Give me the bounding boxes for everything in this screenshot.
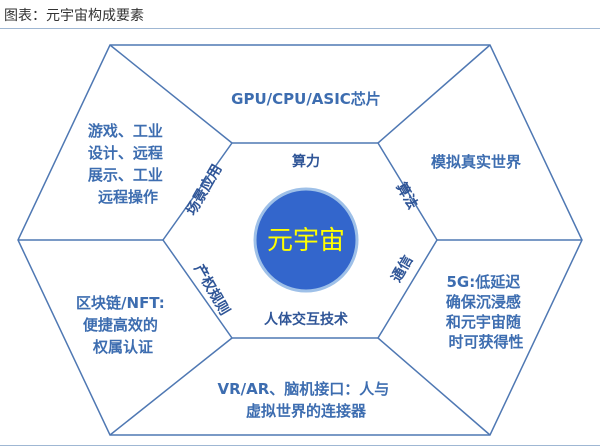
svg-text:区块链/NFT: 便捷高效的 权属认: 区块链/NFT: 便捷高效的 权属认证 [76,294,170,356]
svg-text:模拟真实世界: 模拟真实世界 [431,153,521,171]
outer-lower-right-line-2: 确保沉浸感 [446,293,521,311]
svg-text:VR/AR、脑机接口：人与 虚拟世界的连接器: VR/AR、脑机接口：人与 虚拟世界的连接器 [217,380,394,420]
outer-bottom-line-1: VR/AR、脑机接口：人与 [217,380,389,398]
outer-lower-left-line-1: 区块链/NFT: [76,294,165,312]
svg-text:游戏、工业 设计、远程 展示、工业: 游戏、工业 设计、远程 展示、工业 远程操作 [88,122,168,206]
inner-label-top: 算力 [292,153,320,170]
outer-upper-left-line-1: 游戏、工业 [88,122,163,140]
outer-lower-left-line-2: 便捷高效的 [83,316,158,334]
outer-upper-left-line-3: 展示、工业 [88,166,163,184]
center-circle-shape [253,187,359,293]
outer-divider-bottom-left [109,337,233,436]
outer-bottom-line-2: 虚拟世界的连接器 [246,402,367,420]
svg-text:5G:低延迟 确保沉浸感 和元宇宙随: 5G:低延迟 确保沉浸感 和元宇宙随 时可获得性 [446,273,526,351]
outer-lower-right-line-3: 和元宇宙随 [446,313,521,331]
outer-upper-left-line-2: 设计、远程 [88,144,163,162]
footer-divider [0,445,600,446]
outer-segment-upper-left: 游戏、工业 设计、远程 展示、工业 远程操作 [88,122,168,206]
header-divider [0,28,600,29]
outer-divider-bottom-right [377,337,491,436]
outer-segment-lower-left: 区块链/NFT: 便捷高效的 权属认证 [76,294,170,356]
outer-lower-right-line-1: 5G:低延迟 [447,273,521,291]
outer-segment-top: GPU/CPU/ASIC芯片 [231,90,381,108]
outer-segment-lower-right: 5G:低延迟 确保沉浸感 和元宇宙随 时可获得性 [446,273,526,351]
outer-top-line-1: GPU/CPU/ASIC芯片 [231,90,381,108]
center-label: 元宇宙 [267,226,345,256]
outer-upper-right-line-1: 模拟真实世界 [431,153,521,171]
inner-label-bottom: 人体交互技术 [264,311,348,328]
center-circle: 元宇宙 [253,187,359,293]
outer-lower-left-line-3: 权属认证 [92,338,153,356]
outer-divider-top-left [109,44,233,144]
outer-lower-right-line-4: 时可获得性 [448,333,523,351]
figure-header: 图表：元宇宙构成要素 [0,0,600,30]
outer-divider-top-right [377,44,491,144]
outer-upper-left-line-4: 远程操作 [98,188,158,206]
svg-text:GPU/CPU/ASIC芯片: GPU/CPU/ASIC芯片 [231,90,381,108]
outer-segment-upper-right: 模拟真实世界 [431,153,521,171]
outer-segment-bottom: VR/AR、脑机接口：人与 虚拟世界的连接器 [217,380,394,420]
figure-title: 图表：元宇宙构成要素 [4,8,144,24]
